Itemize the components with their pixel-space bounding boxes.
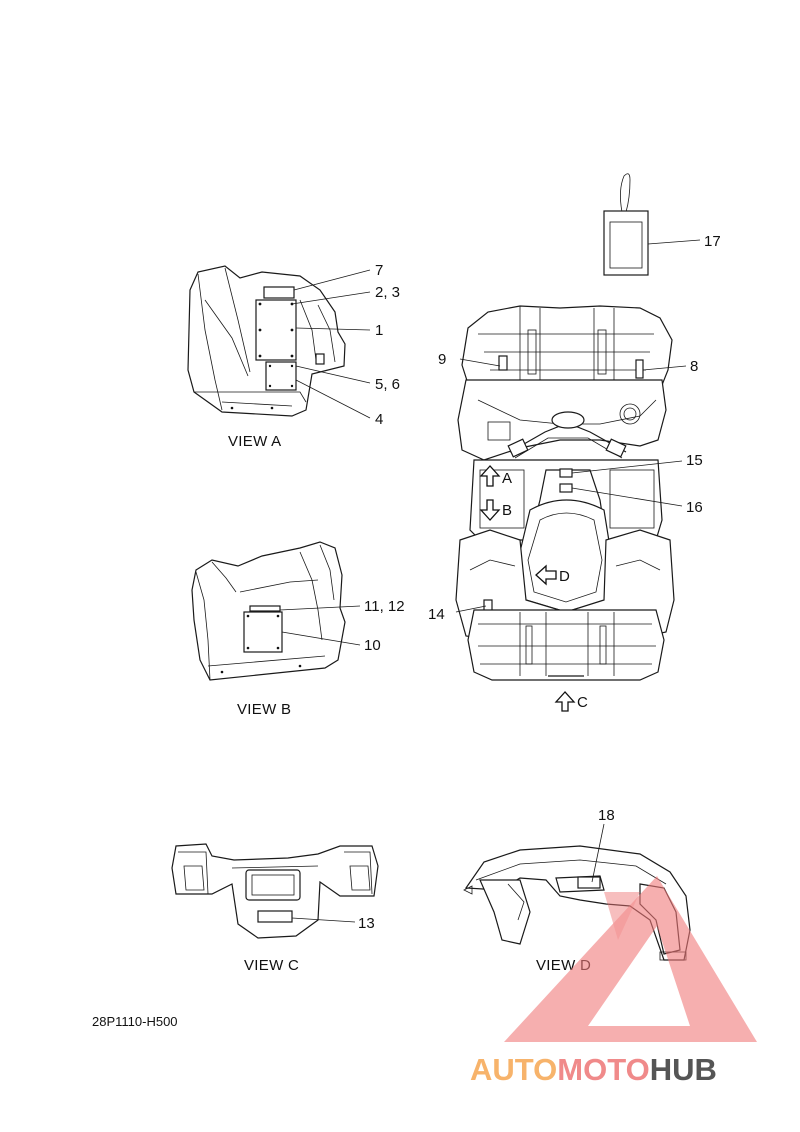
view-marker-a: A bbox=[502, 470, 512, 487]
watermark-triangle-icon bbox=[504, 876, 757, 1042]
view-marker-d: D bbox=[559, 568, 570, 585]
watermark-text: AUTOMOTOHUB bbox=[470, 1052, 717, 1087]
callout-16: 16 bbox=[686, 499, 703, 516]
watermark-inner-triangle-icon bbox=[604, 892, 640, 940]
hang-tag-17 bbox=[603, 173, 649, 276]
watermark-auto: AUTO bbox=[470, 1052, 557, 1087]
callout-17: 17 bbox=[704, 233, 721, 250]
callout-10: 10 bbox=[364, 637, 381, 654]
arrow-c-marker bbox=[554, 691, 576, 712]
arrow-a-marker bbox=[479, 465, 501, 487]
view-a-drawing bbox=[187, 265, 346, 417]
callout-13: 13 bbox=[358, 915, 375, 932]
watermark-moto: MOTO bbox=[557, 1052, 649, 1087]
callout-15: 15 bbox=[686, 452, 703, 469]
arrow-d-marker bbox=[535, 564, 557, 586]
arrow-b-marker bbox=[479, 499, 501, 521]
view-marker-c: C bbox=[577, 694, 588, 711]
drawing-code: 28P1110-H500 bbox=[92, 1014, 178, 1029]
watermark-logo bbox=[504, 876, 757, 1042]
callout-7: 7 bbox=[375, 262, 383, 279]
callout-14: 14 bbox=[428, 606, 445, 623]
callout-9: 9 bbox=[438, 351, 446, 368]
view-a-caption: VIEW A bbox=[228, 433, 281, 450]
callout-2-3: 2, 3 bbox=[375, 284, 400, 301]
callout-4: 4 bbox=[375, 411, 383, 428]
callout-11-12: 11, 12 bbox=[364, 598, 405, 615]
callout-8: 8 bbox=[690, 358, 698, 375]
callout-5-6: 5, 6 bbox=[375, 376, 400, 393]
view-c-caption: VIEW C bbox=[244, 957, 299, 974]
callout-1: 1 bbox=[375, 322, 383, 339]
view-c-drawing bbox=[171, 843, 379, 939]
view-b-drawing bbox=[191, 541, 346, 681]
watermark-hub: HUB bbox=[650, 1052, 717, 1087]
callout-18: 18 bbox=[598, 807, 615, 824]
view-marker-b: B bbox=[502, 502, 512, 519]
view-b-caption: VIEW B bbox=[237, 701, 291, 718]
atv-top-view bbox=[455, 305, 675, 681]
